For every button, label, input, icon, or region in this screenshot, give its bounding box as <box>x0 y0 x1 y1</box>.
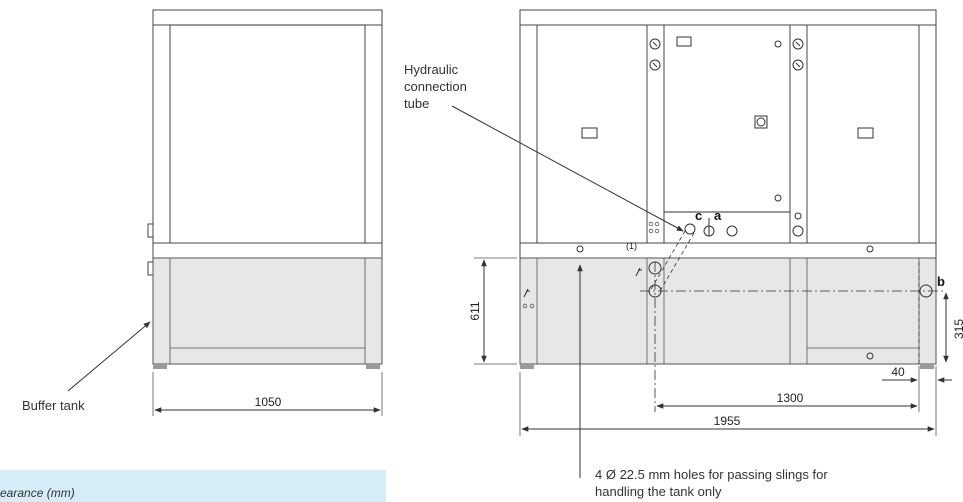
front-top-rail <box>519 9 937 26</box>
hydraulic-callout: Hydraulic connection tube <box>404 62 684 232</box>
side-left-post <box>152 24 171 259</box>
panel-plate-icon <box>857 127 874 139</box>
dim-315-label: 315 <box>952 319 963 339</box>
front-left-post <box>519 24 538 259</box>
front-buffer-tank <box>519 257 937 365</box>
side-foot-right <box>366 364 380 369</box>
screw-icon <box>774 194 782 202</box>
hydraulic-label-line3: tube <box>404 96 429 111</box>
panel-plate-icon <box>581 127 598 139</box>
side-foot-left <box>153 364 167 369</box>
dim-front-width-label: 1955 <box>714 414 741 428</box>
dimension-offset-40: 40 <box>882 365 952 384</box>
dimension-height-315: 315 <box>943 292 963 363</box>
front-right-post <box>918 24 937 259</box>
dimension-front-width: 1955 <box>519 372 937 436</box>
hydraulic-tube-dashed <box>649 230 686 292</box>
connection-c-icon <box>684 223 696 235</box>
marker-c: c <box>695 208 702 223</box>
front-foot-right <box>920 364 934 369</box>
gauge-icon <box>792 59 804 71</box>
gauge-icon <box>792 38 804 50</box>
holes-label-line1: 4 Ø 22.5 mm holes for passing slings for <box>595 467 828 482</box>
buffer-tank-label: Buffer tank <box>22 398 85 413</box>
front-foot-left <box>520 364 534 369</box>
screw-icon <box>866 352 874 360</box>
gauge-icon <box>649 38 661 50</box>
dimension-side-width: 1050 <box>152 372 383 416</box>
caption-text: earance (mm) <box>0 486 75 500</box>
side-connector-lower <box>147 261 154 276</box>
dim-40-label: 40 <box>891 365 905 379</box>
sling-holes-callout: 4 Ø 22.5 mm holes for passing slings for… <box>577 264 828 499</box>
side-buffer-tank <box>152 257 383 365</box>
hydraulic-label-line2: connection <box>404 79 467 94</box>
marker-1: (1) <box>626 241 637 251</box>
side-view <box>147 9 383 369</box>
side-connector-upper <box>147 223 154 238</box>
hydraulic-tube-dashed <box>659 232 695 292</box>
connection-icon <box>726 225 738 237</box>
screw-icon <box>774 40 782 48</box>
front-center-panel <box>663 24 791 213</box>
hydraulic-label-line1: Hydraulic <box>404 62 459 77</box>
caption-band <box>0 470 386 502</box>
dimension-span-1300: 1300 <box>656 366 920 412</box>
dim-1300-label: 1300 <box>777 391 804 405</box>
valve-icon <box>523 288 530 298</box>
screw-icon <box>576 245 584 253</box>
dimension-tank-height: 611 <box>468 257 517 365</box>
holes-label-line2: handling the tank only <box>595 484 722 499</box>
screw-icon <box>866 245 874 253</box>
side-right-post <box>364 24 383 259</box>
screw-icon <box>794 212 802 220</box>
gauge-icon <box>649 59 661 71</box>
hole-icon <box>648 221 654 227</box>
dim-tank-height-label: 611 <box>468 301 482 320</box>
dim-side-width-label: 1050 <box>255 395 282 409</box>
switch-icon <box>754 115 768 129</box>
front-view: c a (1) b <box>519 9 945 412</box>
connection-icon <box>792 225 804 237</box>
marker-a: a <box>714 208 722 223</box>
valve-icon <box>635 267 642 277</box>
side-top-rail <box>152 9 383 26</box>
buffer-tank-callout: Buffer tank <box>22 321 151 413</box>
panel-plate-icon <box>676 36 692 47</box>
side-mid-rail <box>152 242 383 259</box>
marker-b: b <box>937 274 945 289</box>
